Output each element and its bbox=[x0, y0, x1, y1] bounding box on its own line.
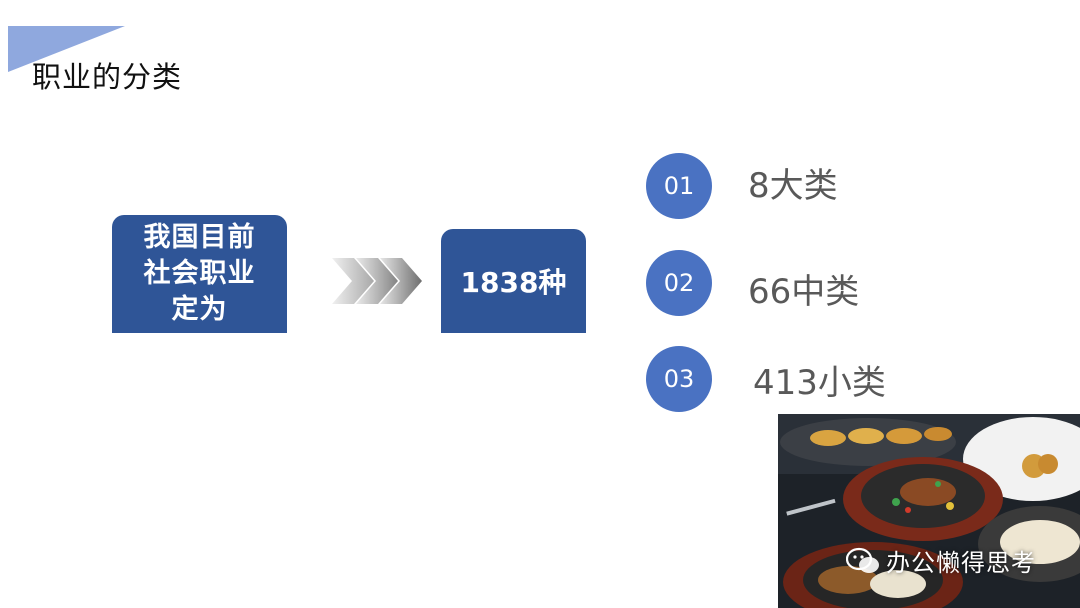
watermark-text: 办公懒得思考 bbox=[886, 543, 1036, 578]
category-label-medium: 66中类 bbox=[748, 264, 859, 313]
food-photo bbox=[778, 414, 1080, 608]
box-line-3: 定为 bbox=[144, 292, 256, 328]
number-circle-01: 01 bbox=[646, 153, 712, 219]
occupation-definition-box: 我国目前 社会职业 定为 bbox=[112, 215, 287, 333]
occupation-count-box: 1838种 bbox=[441, 229, 586, 333]
category-label-major: 8大类 bbox=[748, 158, 838, 207]
category-label-minor: 413小类 bbox=[753, 355, 886, 404]
slide-title: 职业的分类 bbox=[32, 54, 182, 96]
wechat-icon bbox=[846, 547, 880, 575]
watermark: 办公懒得思考 bbox=[846, 543, 1036, 578]
number-circle-02: 02 bbox=[646, 250, 712, 316]
box-line-1: 我国目前 bbox=[144, 220, 256, 256]
chevron-arrows-icon bbox=[332, 258, 422, 304]
box-line-2: 社会职业 bbox=[144, 256, 256, 292]
number-circle-03: 03 bbox=[646, 346, 712, 412]
